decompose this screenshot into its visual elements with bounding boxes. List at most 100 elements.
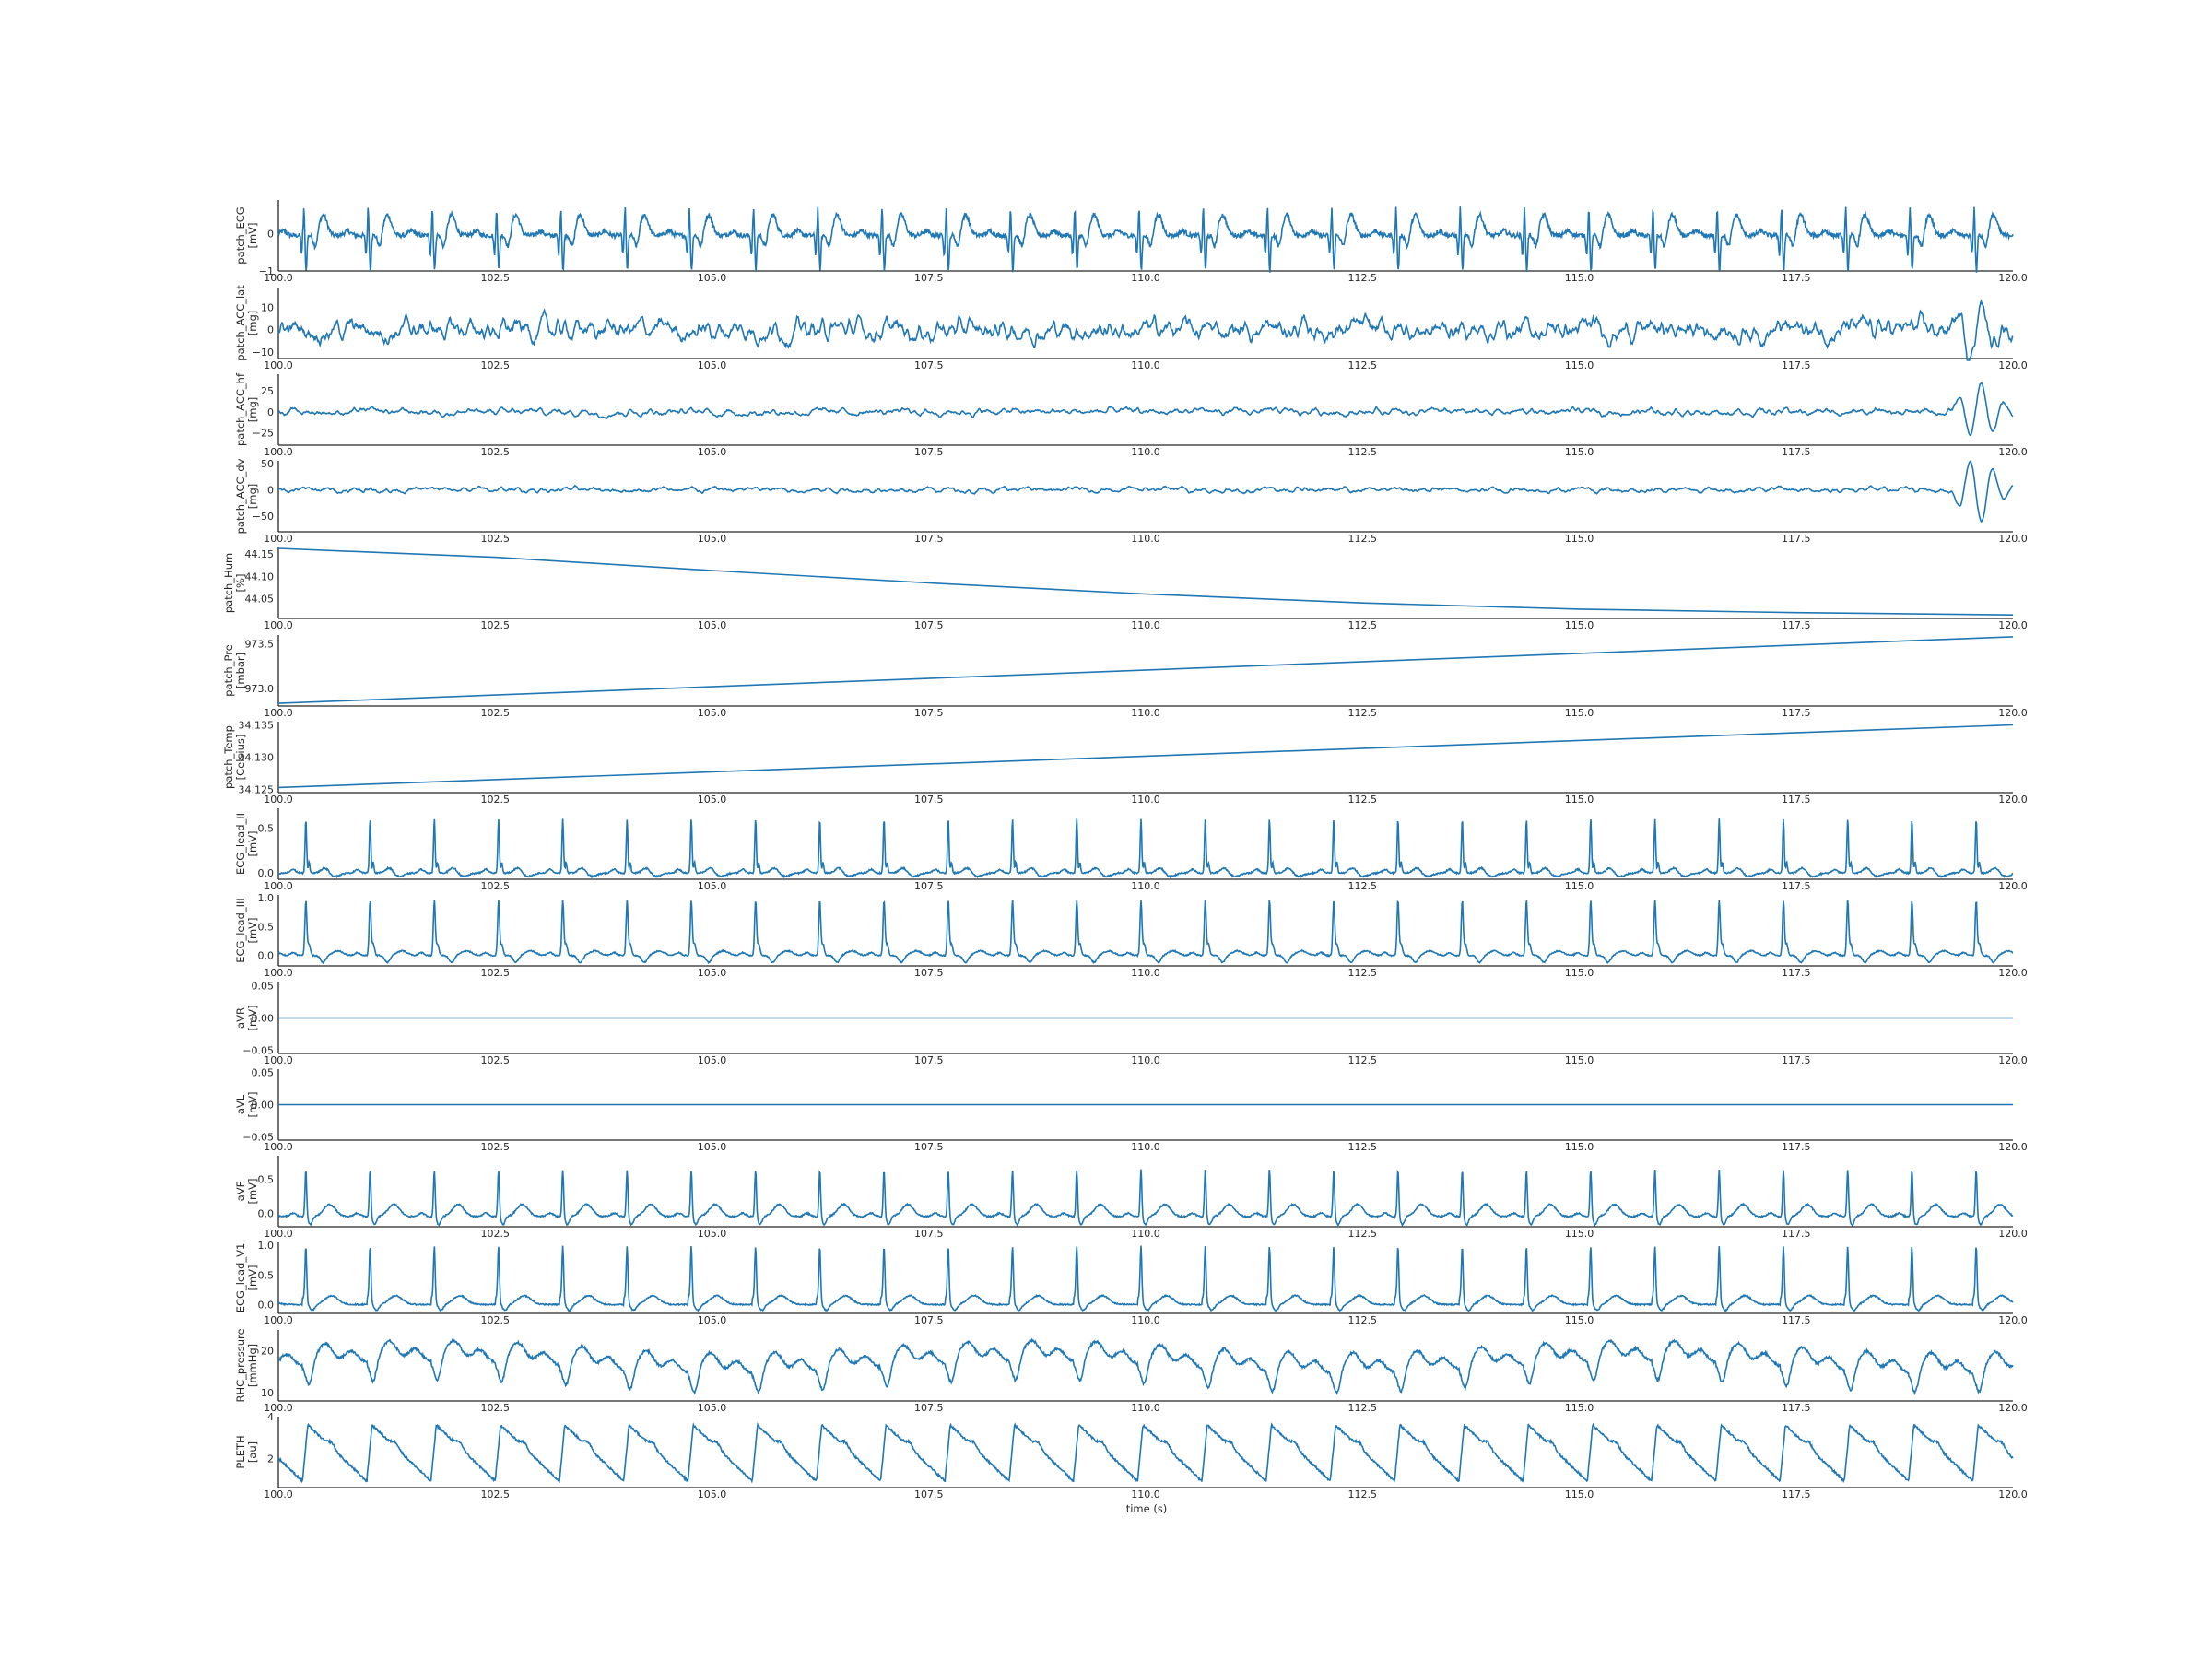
series-line-patch_ACC_lat <box>277 299 2014 361</box>
y-axis-label-unit: [mV] <box>246 222 259 248</box>
x-tick-label: 117.5 <box>1782 1228 1811 1240</box>
x-tick-label: 112.5 <box>1348 272 1378 284</box>
x-tick-label: 117.5 <box>1782 619 1811 631</box>
x-tick-label: 110.0 <box>1131 967 1160 979</box>
y-tick-label: 0.5 <box>258 1269 275 1281</box>
x-tick-label: 107.5 <box>914 1141 944 1153</box>
x-tick-label: 100.0 <box>264 359 293 371</box>
x-tick-label: 105.0 <box>698 794 727 806</box>
y-axis-label: patch_Hum[%] <box>222 553 247 613</box>
y-axis-label-unit: [Celsius] <box>234 735 247 781</box>
x-tick-label: 120.0 <box>1998 272 2028 284</box>
y-tick-label: −0.05 <box>242 1132 274 1144</box>
x-tick-label: 110.0 <box>1131 359 1160 371</box>
x-tick-label: 117.5 <box>1782 272 1811 284</box>
x-tick-label: 107.5 <box>914 446 944 458</box>
y-tick-label: 0.5 <box>258 822 275 834</box>
x-tick-label: 120.0 <box>1998 1314 2028 1326</box>
x-tick-label: 100.0 <box>264 967 293 979</box>
x-tick-label: 115.0 <box>1565 272 1594 284</box>
y-axis-label-name: ECG_lead_III <box>234 898 247 963</box>
y-axis-label: PLETH[au] <box>234 1435 259 1468</box>
y-tick-label: 0.05 <box>252 981 275 993</box>
x-tick-label: 117.5 <box>1782 446 1811 458</box>
x-tick-label: 107.5 <box>914 1314 944 1326</box>
x-tick-label: 115.0 <box>1565 1228 1594 1240</box>
x-tick-label: 102.5 <box>481 707 511 719</box>
x-tick-label: 120.0 <box>1998 794 2028 806</box>
y-axis-label-name: patch_ACC_lat <box>234 285 247 361</box>
y-tick-label: 0.0 <box>258 1299 275 1311</box>
x-tick-label: 112.5 <box>1348 794 1378 806</box>
y-axis-label-unit: [mV] <box>246 1005 259 1030</box>
y-tick-label: 50 <box>261 458 274 470</box>
x-tick-label: 117.5 <box>1782 1402 1811 1414</box>
y-axis-label-name: patch_ACC_hf <box>234 372 247 446</box>
y-tick-label: 0.05 <box>252 1067 275 1079</box>
x-tick-label: 120.0 <box>1998 533 2028 545</box>
y-tick-label: 44.15 <box>245 548 275 560</box>
x-tick-label: 102.5 <box>481 1141 511 1153</box>
x-tick-label: 107.5 <box>914 359 944 371</box>
y-axis-label: aVF[mV] <box>234 1178 259 1204</box>
y-axis-label-name: ECG_lead_II <box>234 813 247 875</box>
series-line-aVF <box>277 1169 2014 1228</box>
x-tick-label: 110.0 <box>1131 794 1160 806</box>
x-tick-label: 100.0 <box>264 1314 293 1326</box>
x-tick-label: 120.0 <box>1998 880 2028 892</box>
y-axis-label-name: patch_Temp <box>222 725 235 789</box>
y-tick-label: 34.125 <box>239 784 275 796</box>
series-line-ECG_lead_III <box>277 900 2014 965</box>
y-axis-label-unit: [mV] <box>246 1265 259 1290</box>
series-line-patch_ECG <box>277 206 2014 273</box>
x-tick-label: 120.0 <box>1998 707 2028 719</box>
x-tick-label: 107.5 <box>914 880 944 892</box>
y-axis-label-unit: [mmHg] <box>246 1344 259 1387</box>
y-axis-label-name: PLETH <box>234 1435 247 1468</box>
x-tick-label: 115.0 <box>1565 967 1594 979</box>
y-tick-label: 34.135 <box>239 720 275 732</box>
series-line-patch_Hum <box>277 547 2014 616</box>
x-tick-label: 107.5 <box>914 1402 944 1414</box>
x-tick-label: 102.5 <box>481 794 511 806</box>
x-tick-label: 115.0 <box>1565 707 1594 719</box>
x-tick-label: 112.5 <box>1348 1141 1378 1153</box>
x-tick-label: 115.0 <box>1565 880 1594 892</box>
x-tick-label: 102.5 <box>481 1228 511 1240</box>
x-tick-label: 115.0 <box>1565 1402 1594 1414</box>
y-tick-label: 0 <box>267 228 274 240</box>
x-tick-label: 110.0 <box>1131 1141 1160 1153</box>
x-tick-label: 100.0 <box>264 1402 293 1414</box>
y-axis-label-name: aVL <box>234 1094 247 1114</box>
x-tick-label: 100.0 <box>264 533 293 545</box>
x-tick-label: 110.0 <box>1131 1402 1160 1414</box>
x-tick-label: 102.5 <box>481 1488 511 1500</box>
x-tick-label: 110.0 <box>1131 272 1160 284</box>
y-axis-label-name: RHC_pressure <box>234 1328 247 1402</box>
x-tick-label: 102.5 <box>481 619 511 631</box>
y-axis-label-unit: [mbar] <box>234 653 247 688</box>
x-tick-label: 100.0 <box>264 1488 293 1500</box>
y-axis-label: ECG_lead_III[mV] <box>234 898 259 963</box>
x-tick-label: 112.5 <box>1348 619 1378 631</box>
x-tick-label: 105.0 <box>698 272 727 284</box>
x-tick-label: 102.5 <box>481 446 511 458</box>
y-axis-label-unit: [mg] <box>246 484 259 509</box>
x-tick-label: 112.5 <box>1348 1228 1378 1240</box>
series-line-RHC_pressure <box>277 1337 2014 1396</box>
x-tick-label: 115.0 <box>1565 1488 1594 1500</box>
y-tick-label: 10 <box>261 1387 274 1399</box>
x-tick-label: 115.0 <box>1565 1314 1594 1326</box>
y-axis-label-unit: [mg] <box>246 397 259 422</box>
y-axis-label-name: aVF <box>234 1182 247 1202</box>
y-axis-label: patch_Temp[Celsius] <box>222 725 247 789</box>
y-axis-label: aVR[mV] <box>234 1005 259 1030</box>
x-tick-label: 115.0 <box>1565 1054 1594 1066</box>
x-tick-label: 120.0 <box>1998 1488 2028 1500</box>
